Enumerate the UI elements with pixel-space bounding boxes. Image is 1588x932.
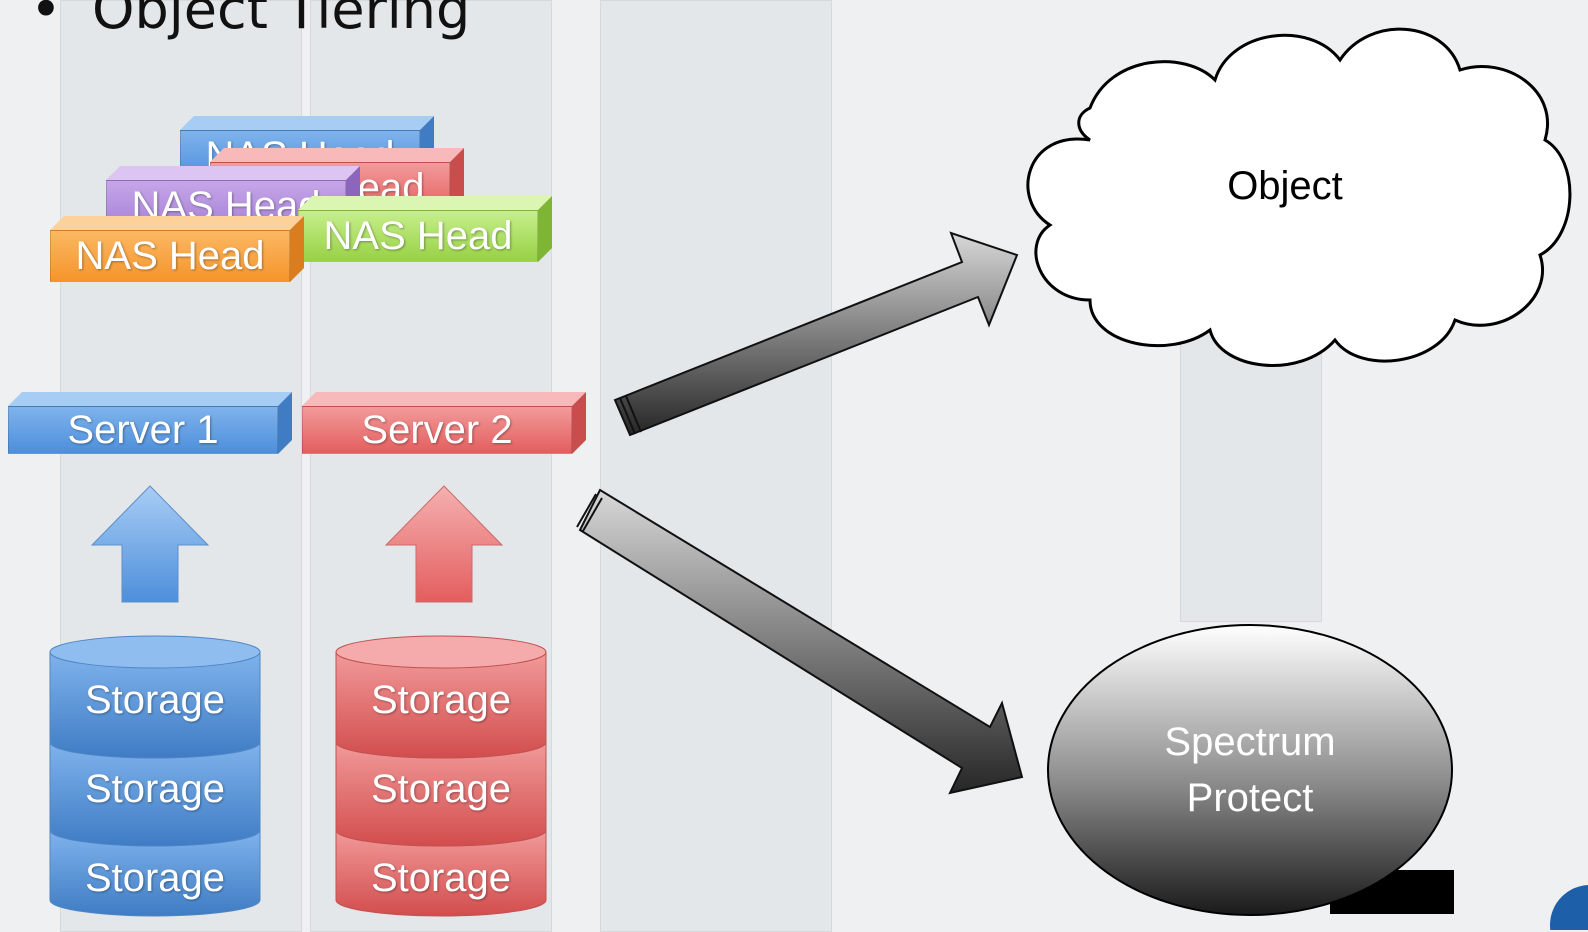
- arrow-to-spectrum-protect-icon: [576, 488, 1024, 795]
- server-2-label: Server 2: [302, 406, 572, 454]
- spectrum-protect-label-line1: Spectrum: [1164, 720, 1336, 764]
- storage-cylinder-red-stack: [335, 635, 547, 917]
- storage-red-1: Storage: [370, 678, 512, 722]
- storage-blue-1: Storage: [84, 678, 226, 722]
- nas-head-green: NAS Head: [298, 196, 552, 262]
- spectrum-protect-shape-icon: [1047, 624, 1454, 916]
- storage-blue-3: Storage: [84, 856, 226, 900]
- corner-logo-icon: [1550, 885, 1588, 930]
- server-1-label: Server 1: [8, 406, 278, 454]
- server-2: Server 2: [302, 392, 586, 454]
- up-arrow-blue-icon: [90, 485, 210, 603]
- nas-head-orange: NAS Head: [50, 216, 304, 282]
- object-label: Object: [1227, 164, 1343, 208]
- arrow-to-object-icon: [613, 231, 1019, 437]
- storage-red-3: Storage: [370, 856, 512, 900]
- spectrum-protect-label-line2: Protect: [1186, 776, 1314, 820]
- server-1: Server 1: [8, 392, 292, 454]
- slide-title: • Object Tiering: [30, 0, 470, 41]
- storage-blue-2: Storage: [84, 767, 226, 811]
- storage-cylinder-blue-stack: [49, 635, 261, 917]
- bullet-icon: •: [30, 0, 62, 41]
- up-arrow-red-icon: [384, 485, 504, 603]
- object-cloud-icon: [1026, 27, 1572, 367]
- slide-title-text: Object Tiering: [92, 0, 471, 41]
- storage-red-2: Storage: [370, 767, 512, 811]
